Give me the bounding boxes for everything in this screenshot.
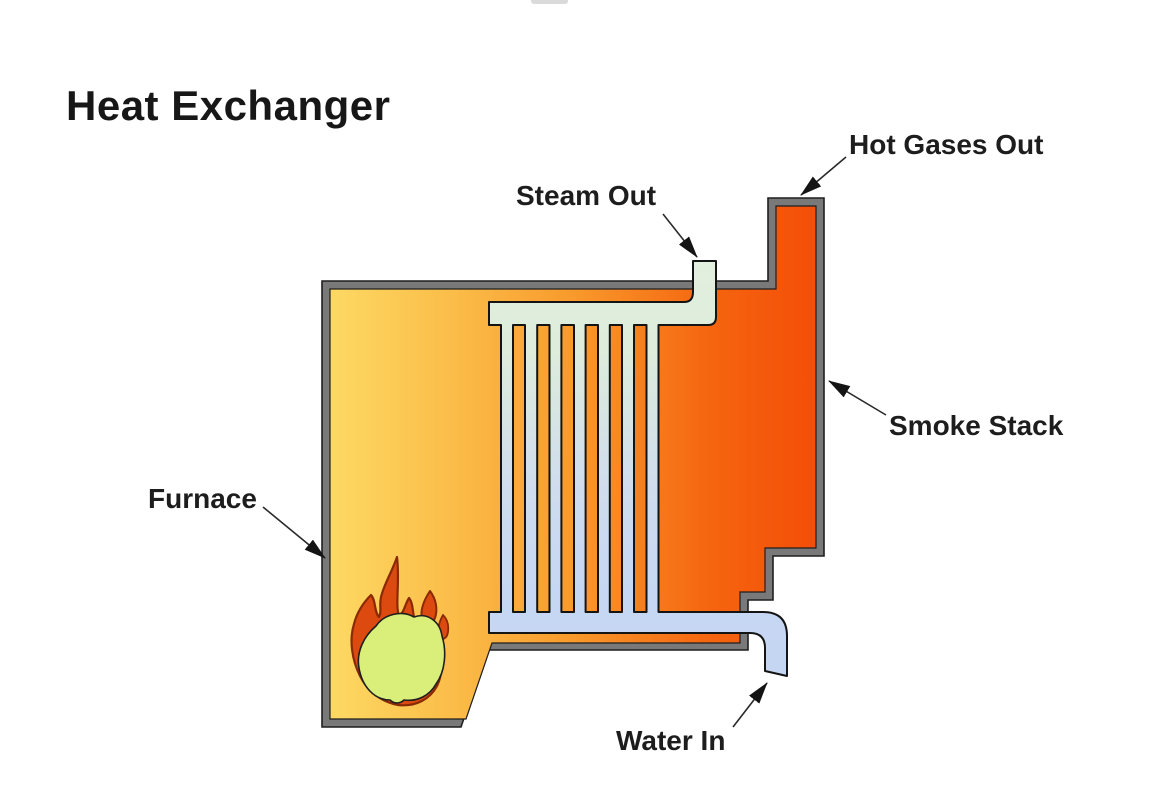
hot-gases-out-label: Hot Gases Out xyxy=(849,129,1044,160)
heat-exchanger-tubes xyxy=(488,260,788,677)
smoke-stack-label: Smoke Stack xyxy=(889,410,1064,441)
flame-icon xyxy=(350,555,450,707)
smoke-stack-arrow xyxy=(828,380,887,416)
water-in-label: Water In xyxy=(616,725,726,756)
page-title: Heat Exchanger xyxy=(66,82,391,129)
hot-gases-out-arrow xyxy=(800,156,847,196)
steam-out-label: Steam Out xyxy=(516,180,657,211)
furnace-arrow xyxy=(262,506,326,559)
furnace-label: Furnace xyxy=(148,483,257,514)
flame-core xyxy=(357,612,446,704)
watermark-sliver xyxy=(531,0,568,4)
steam-out-arrow xyxy=(662,213,698,258)
water-in-arrow xyxy=(732,682,768,728)
